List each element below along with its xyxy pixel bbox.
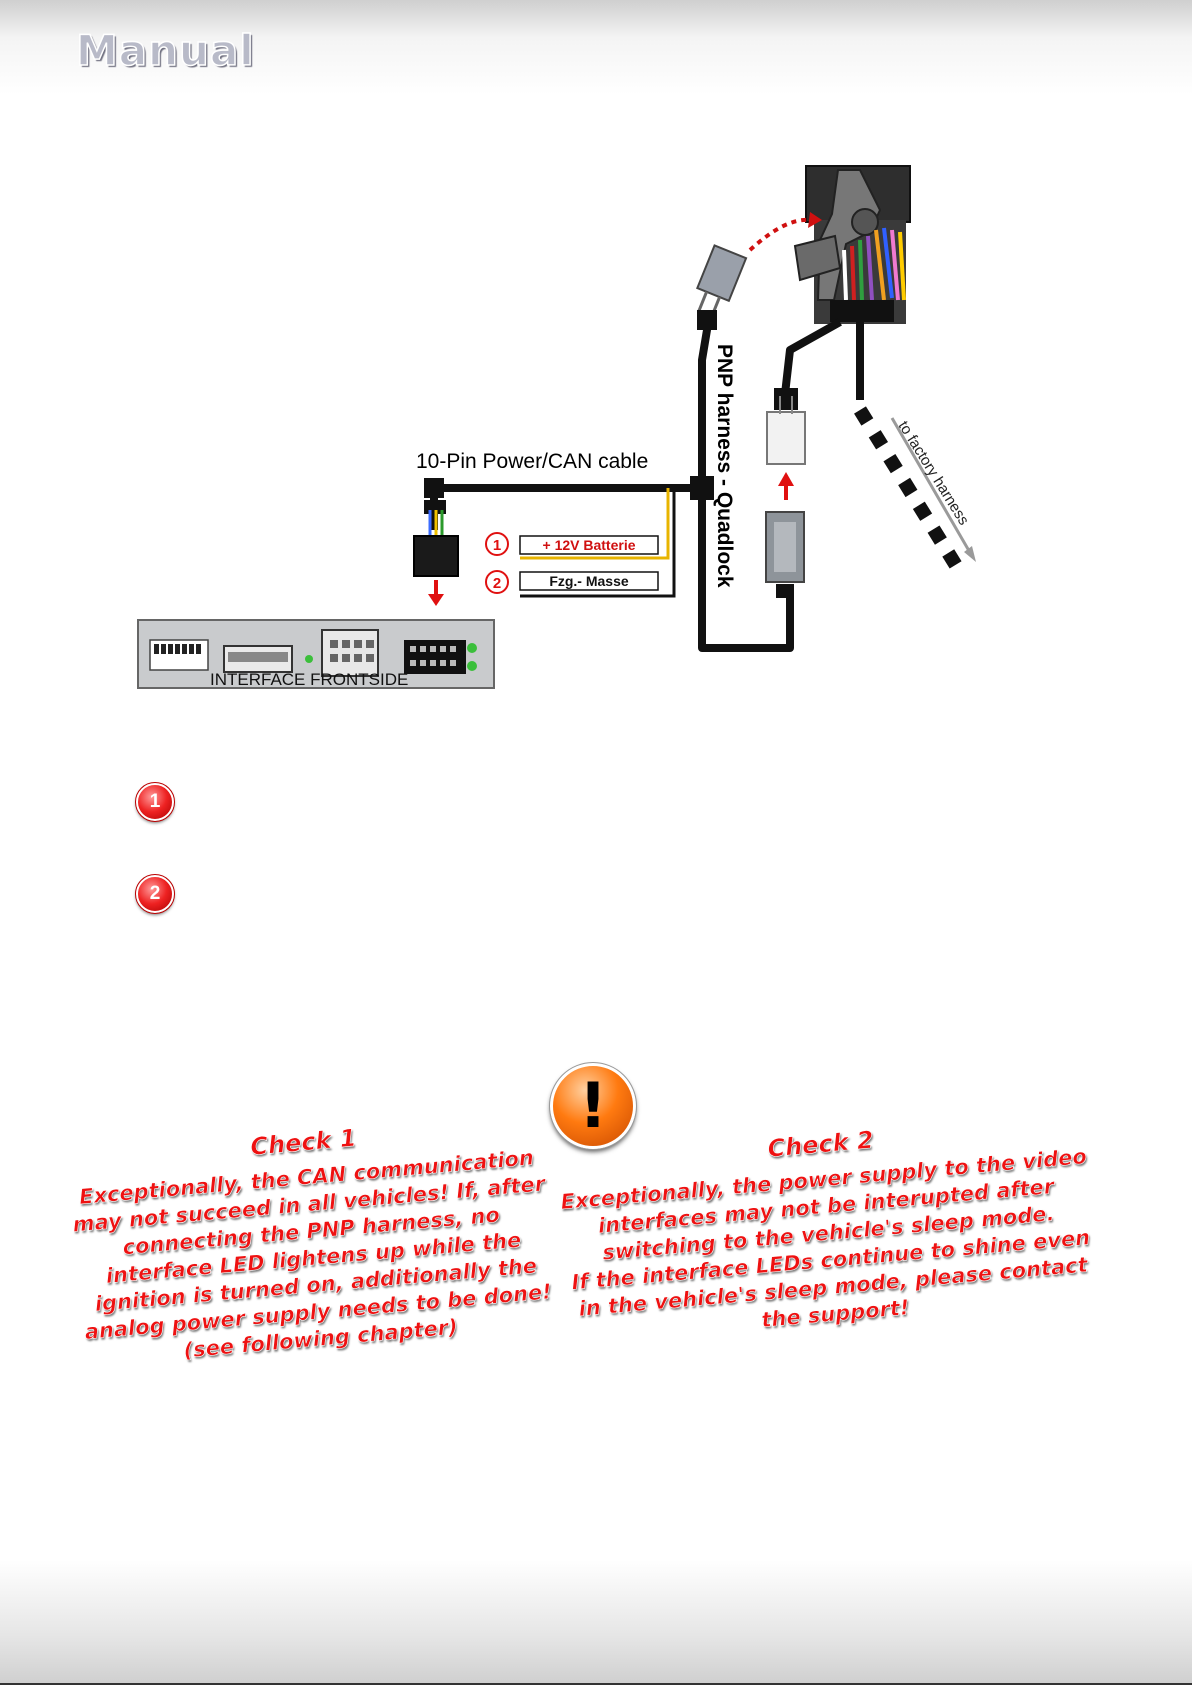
svg-text:1: 1 <box>493 537 501 554</box>
svg-text:2: 2 <box>493 575 501 592</box>
pnp-grey-plug <box>696 244 748 317</box>
svg-text:Fzg.- Masse: Fzg.- Masse <box>549 573 629 589</box>
check-1-body: Exceptionally, the CAN communication may… <box>71 1145 553 1364</box>
wiring-diagram: to factory harness 1 + 12V Batterie 2 <box>137 165 976 689</box>
pnp-harness-label: PNP harness - Quadlock <box>713 344 736 588</box>
ten-pin-connector <box>413 500 459 577</box>
check-1-note: Check 1 Exceptionally, the CAN communica… <box>53 1107 571 1375</box>
tag-ground: 2 Fzg.- Masse <box>485 570 659 594</box>
manual-logo: Manual <box>75 25 255 76</box>
grey-harness-connector <box>765 511 805 598</box>
exclamation-icon: ! <box>549 1062 637 1150</box>
marker-2: 2 <box>135 874 175 914</box>
footer-band <box>0 1560 1192 1685</box>
interface-frontside: INTERFACE FRONTSIDE <box>137 619 495 689</box>
white-connector <box>766 388 806 465</box>
header-band <box>0 0 1192 95</box>
svg-text:+ 12V Batterie: + 12V Batterie <box>543 537 636 553</box>
marker-1: 1 <box>135 782 175 822</box>
power-can-cable-label: 10-Pin Power/CAN cable <box>416 450 648 473</box>
factory-harness-label: to factory harness <box>895 418 973 528</box>
quadlock-connector <box>793 165 911 324</box>
interface-frontside-label: INTERFACE FRONTSIDE <box>210 670 408 689</box>
tag-battery: 1 + 12V Batterie <box>485 532 659 556</box>
footer-line <box>0 1683 1192 1685</box>
